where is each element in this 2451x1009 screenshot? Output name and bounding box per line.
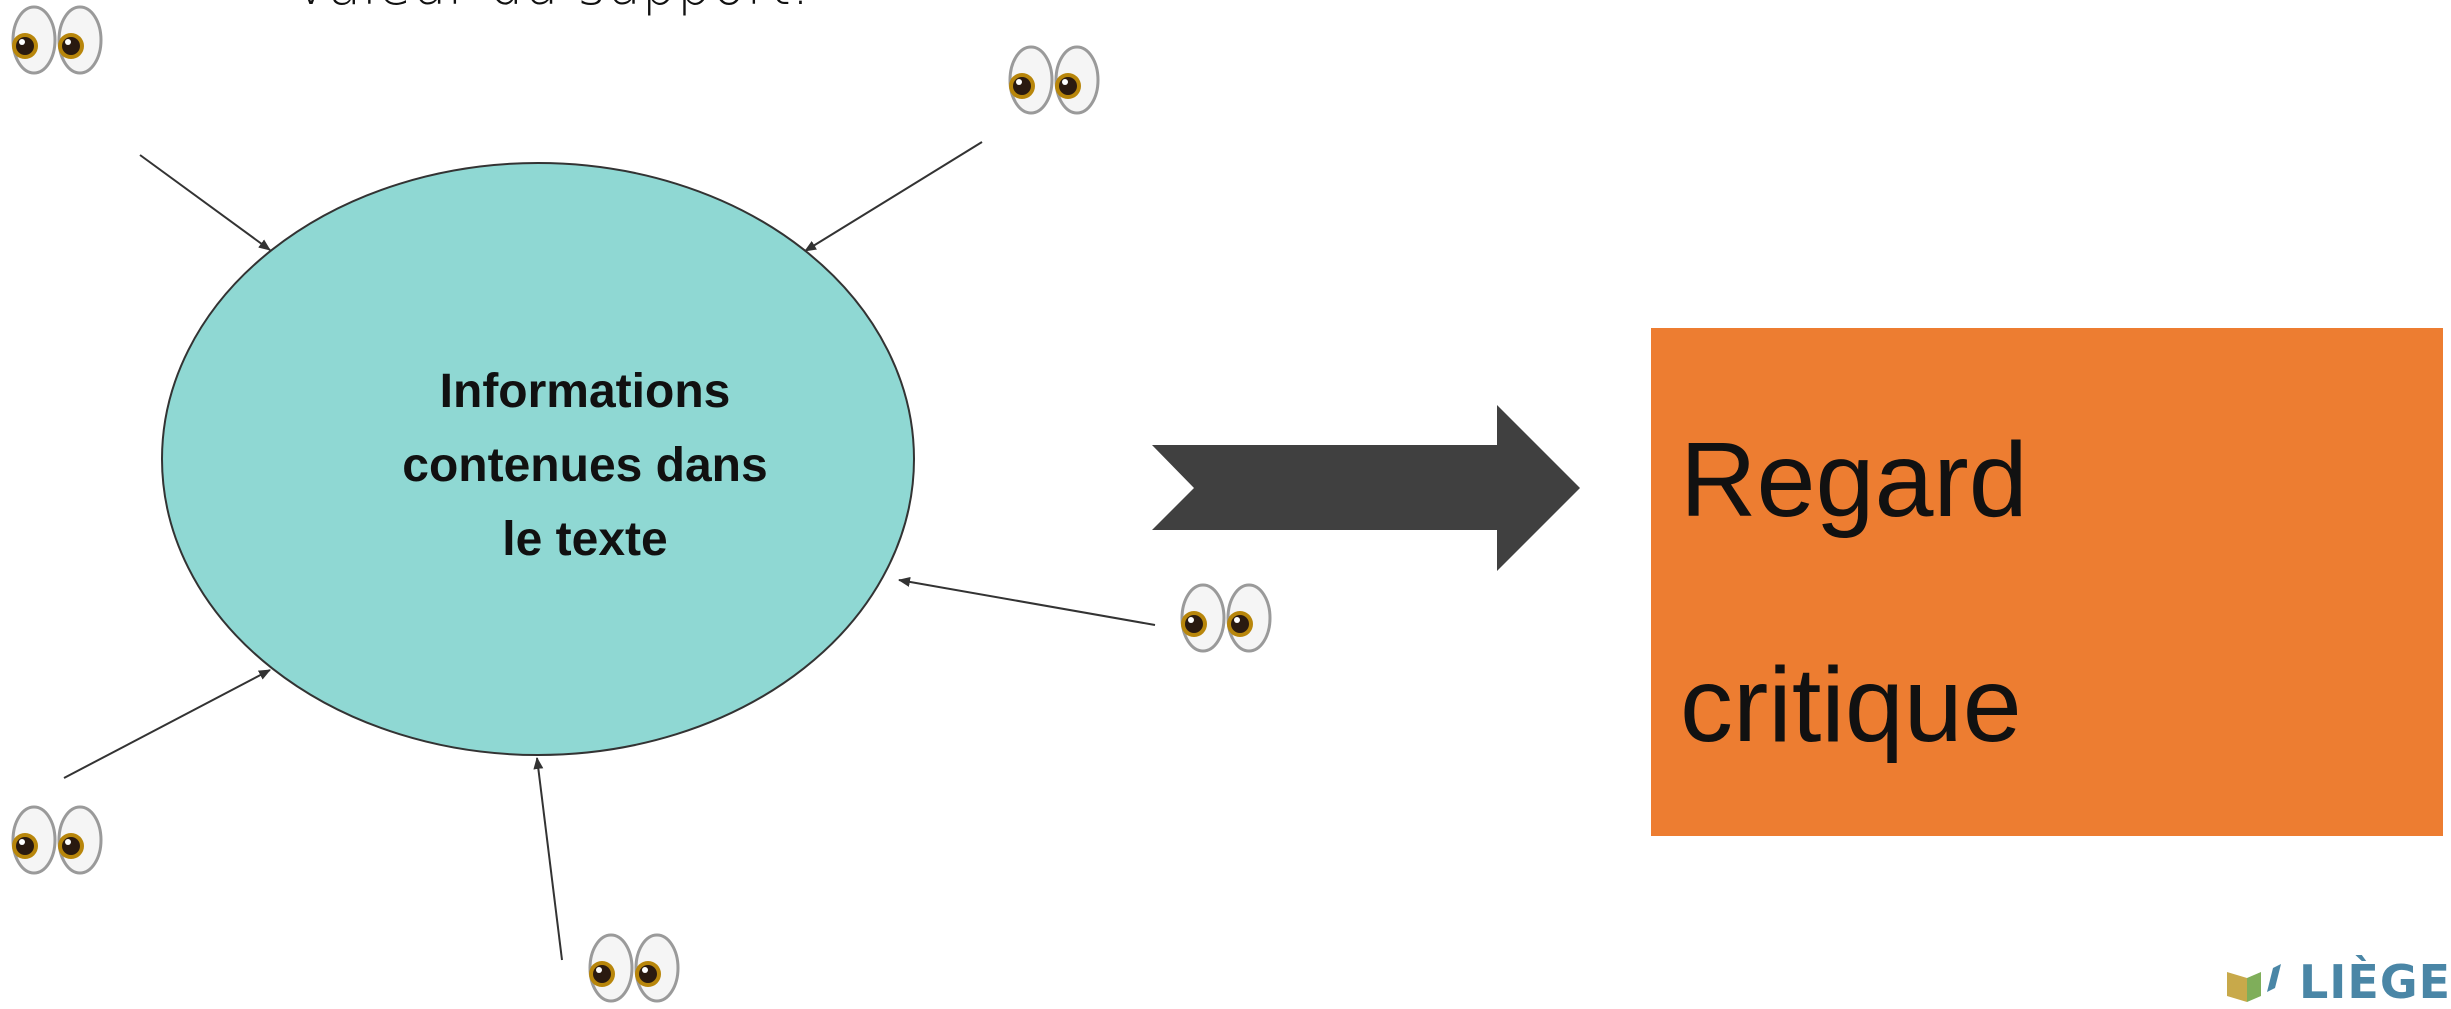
top-caption-text: valeur du support. (295, 0, 810, 17)
logo-text: LIÈGE (2298, 955, 2451, 1009)
ellipse-label-line: le texte (502, 513, 668, 566)
ellipse-label-line: Informations (439, 365, 731, 418)
box-text-line: Regard (1680, 421, 2028, 539)
box-text-line: critique (1680, 646, 2022, 764)
information-ellipse (161, 162, 915, 756)
eyes-emoji-icon (10, 805, 103, 875)
eyes-emoji-icon (10, 5, 103, 75)
eyes-emoji-icon (1179, 583, 1272, 653)
logo-mark-icon (2226, 964, 2281, 1002)
university-logo: LIÈGE (2226, 955, 2451, 1009)
connector-arrow-top-left (139, 154, 271, 251)
eyes-emoji-icon (587, 933, 680, 1003)
connector-arrow-bottom-left (63, 669, 271, 779)
eyes-emoji-icon (1007, 45, 1100, 115)
connector-arrow-top-right (804, 141, 983, 252)
connector-arrow-right (898, 576, 1156, 626)
connector-arrow-bottom (533, 757, 563, 961)
chevron-arrow-icon (1152, 405, 1580, 571)
ellipse-label: Informations contenues dans le texte (345, 355, 825, 577)
ellipse-label-line: contenues dans (402, 439, 768, 492)
critical-look-box (1651, 328, 2443, 836)
